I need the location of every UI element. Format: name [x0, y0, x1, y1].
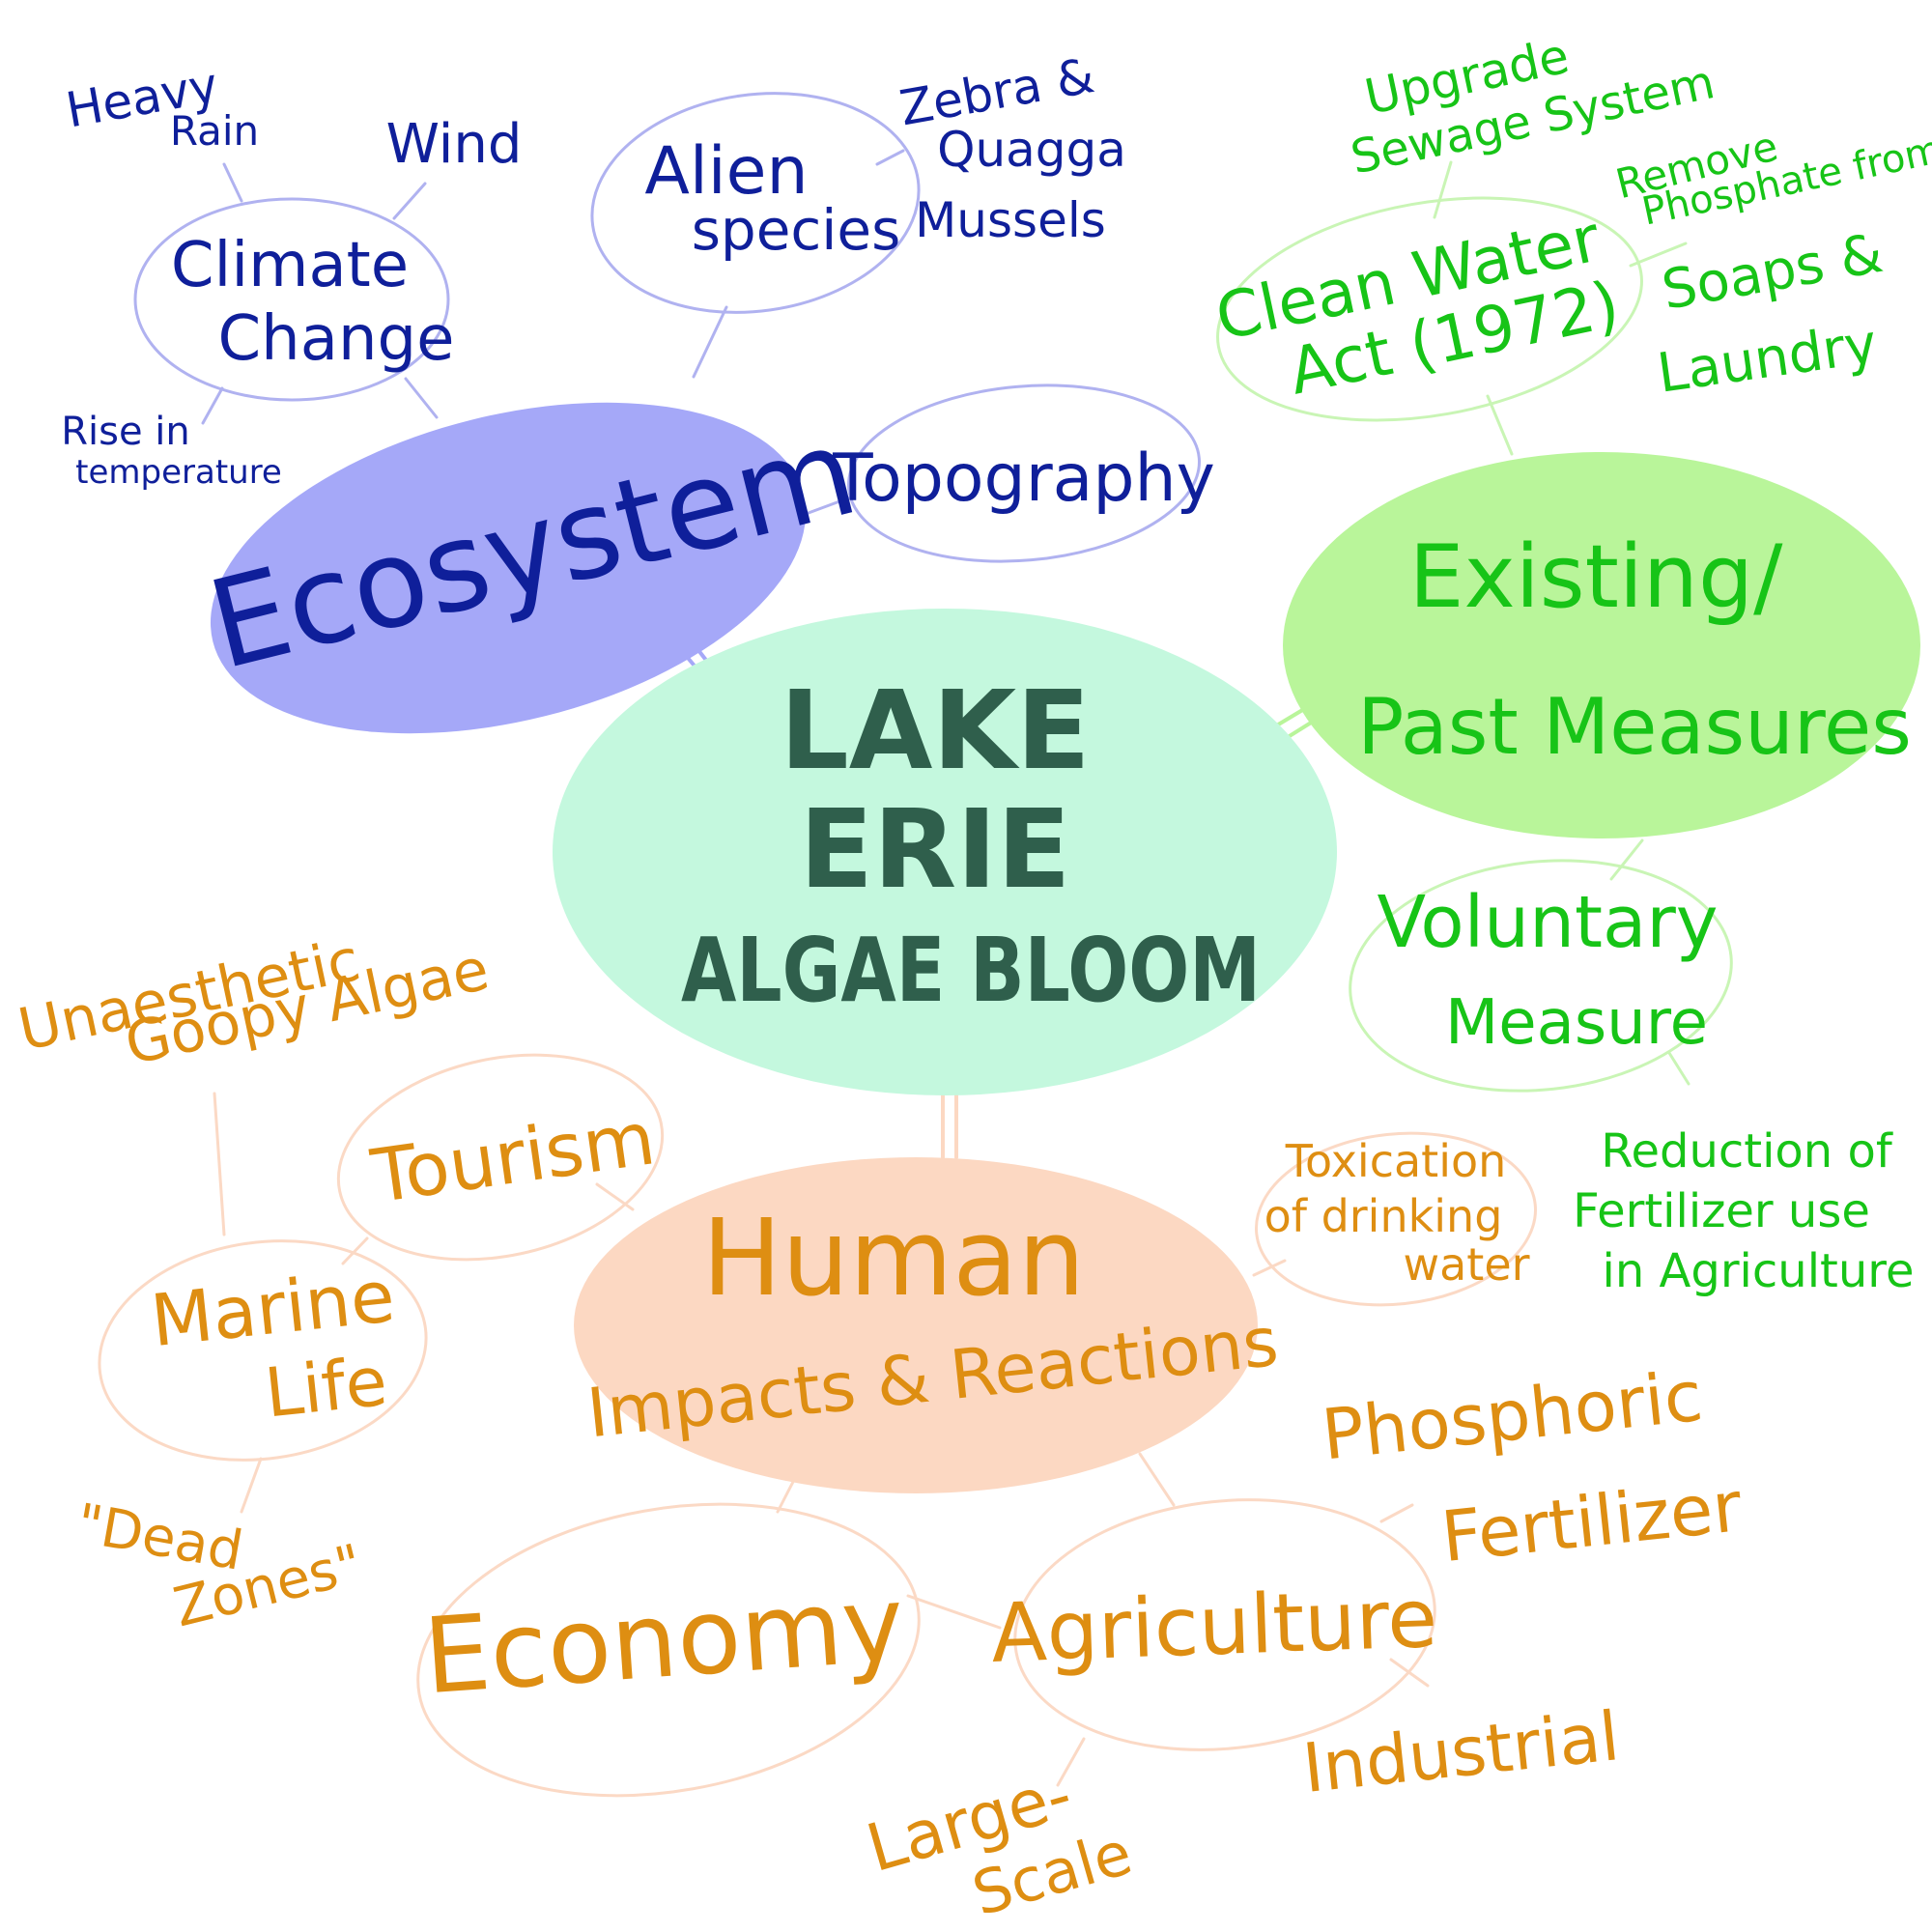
center-line-3: ALGAE BLOOM: [681, 919, 1261, 1022]
measures-title-line-2: Past Measures: [1357, 682, 1912, 772]
industrial-label: Industrial: [1299, 1696, 1623, 1808]
bubbles: [98, 92, 1920, 1798]
climate-change-bubble: [133, 197, 450, 402]
tourism-bubble: [336, 1053, 665, 1262]
economy-bubble: [416, 1502, 921, 1798]
connector-agri-phosphoric: [1379, 1503, 1414, 1523]
reduction-fertilizer-line-2: Fertilizer use: [1573, 1184, 1870, 1238]
connector-ecosystem-alien: [692, 305, 728, 379]
voluntary-measure-line-2: Measure: [1445, 987, 1708, 1059]
toxication-line-1: Toxication: [1285, 1135, 1507, 1187]
tourism-label: Tourism: [365, 1094, 660, 1219]
reduction-fertilizer-line-3: in Agriculture: [1603, 1244, 1915, 1298]
center-bubble: [553, 609, 1337, 1095]
rise-in-temperature-line-1: Rise in: [61, 410, 190, 454]
clean-water-act-bubble: [1216, 196, 1643, 422]
connector-ecosystem-climate: [404, 377, 439, 419]
alien-species-line-2: species: [692, 197, 901, 263]
center-line-2: ERIE: [800, 787, 1071, 913]
connector-measures-voluntary: [1609, 838, 1644, 881]
connector-human-tourism: [595, 1182, 635, 1211]
topography-bubble: [847, 384, 1201, 563]
connector-human-agriculture: [1138, 1452, 1176, 1507]
connector-tourism-marine: [341, 1236, 369, 1265]
reduction-fertilizer-line-1: Reduction of: [1601, 1124, 1893, 1179]
zebra-quagga-line-2: Quagga: [937, 122, 1126, 178]
zebra-quagga-line-3: Mussels: [915, 192, 1106, 248]
measures-bubble: [1283, 452, 1920, 838]
remove-phosphate-line-3: Soaps &: [1658, 222, 1888, 323]
topography-label: Topography: [832, 440, 1215, 517]
connector-economy-agriculture: [906, 1594, 1002, 1630]
alien-species-line-1: Alien: [644, 133, 808, 210]
economy-label: Economy: [420, 1564, 908, 1718]
voluntary-measure-bubble: [1349, 859, 1733, 1093]
connector-climate-wind: [392, 182, 427, 220]
toxication-line-2: of drinking: [1264, 1190, 1503, 1242]
heavy-rain-line-2: Rain: [170, 107, 259, 155]
marine-life-bubble: [98, 1239, 428, 1462]
agriculture-label: Agriculture: [989, 1571, 1438, 1681]
wind-label: Wind: [386, 113, 523, 176]
toxication-line-3: water: [1403, 1238, 1529, 1291]
marine-life-line-2: Life: [261, 1342, 390, 1434]
climate-change-line-1: Climate: [171, 230, 409, 301]
connector-climate-temp: [201, 386, 224, 425]
connector-alien-zebra: [875, 149, 905, 166]
connector-voluntary-reduction: [1667, 1051, 1690, 1086]
toxication-bubble: [1255, 1131, 1537, 1307]
remove-phosphate-line-4: Laundry: [1654, 313, 1881, 406]
connector-cwa-phosphate: [1629, 242, 1688, 268]
connector-human-economy: [776, 1478, 796, 1514]
phosphoric-fertilizer-line-2: Fertilizer: [1437, 1465, 1746, 1577]
center-line-1: LAKE: [780, 668, 1090, 794]
connector-climate-rain: [222, 162, 243, 203]
connector-marine-deadzones: [240, 1457, 263, 1514]
connector-measures-cwa: [1486, 394, 1514, 456]
human-title-line-1: Human: [702, 1196, 1086, 1320]
rise-in-temperature-line-2: temperature: [75, 453, 282, 492]
human-bubble: [574, 1157, 1258, 1493]
connector-tourism-unaesthetic: [213, 1092, 226, 1236]
connector-agri-largescale: [1056, 1737, 1086, 1787]
center-title: LAKE ERIE ALGAE BLOOM: [681, 668, 1261, 1022]
connector-human-toxication: [1252, 1259, 1287, 1277]
phosphoric-fertilizer-line-1: Phosphoric: [1318, 1355, 1706, 1476]
connector-cwa-sewage: [1433, 160, 1453, 219]
alien-species-bubble: [590, 92, 921, 314]
agriculture-bubble: [1013, 1498, 1436, 1751]
voluntary-measure-line-1: Voluntary: [1377, 881, 1718, 964]
ecosystem-bubble: [210, 402, 807, 734]
measures-title-line-1: Existing/: [1409, 526, 1783, 628]
climate-change-line-2: Change: [217, 303, 454, 375]
